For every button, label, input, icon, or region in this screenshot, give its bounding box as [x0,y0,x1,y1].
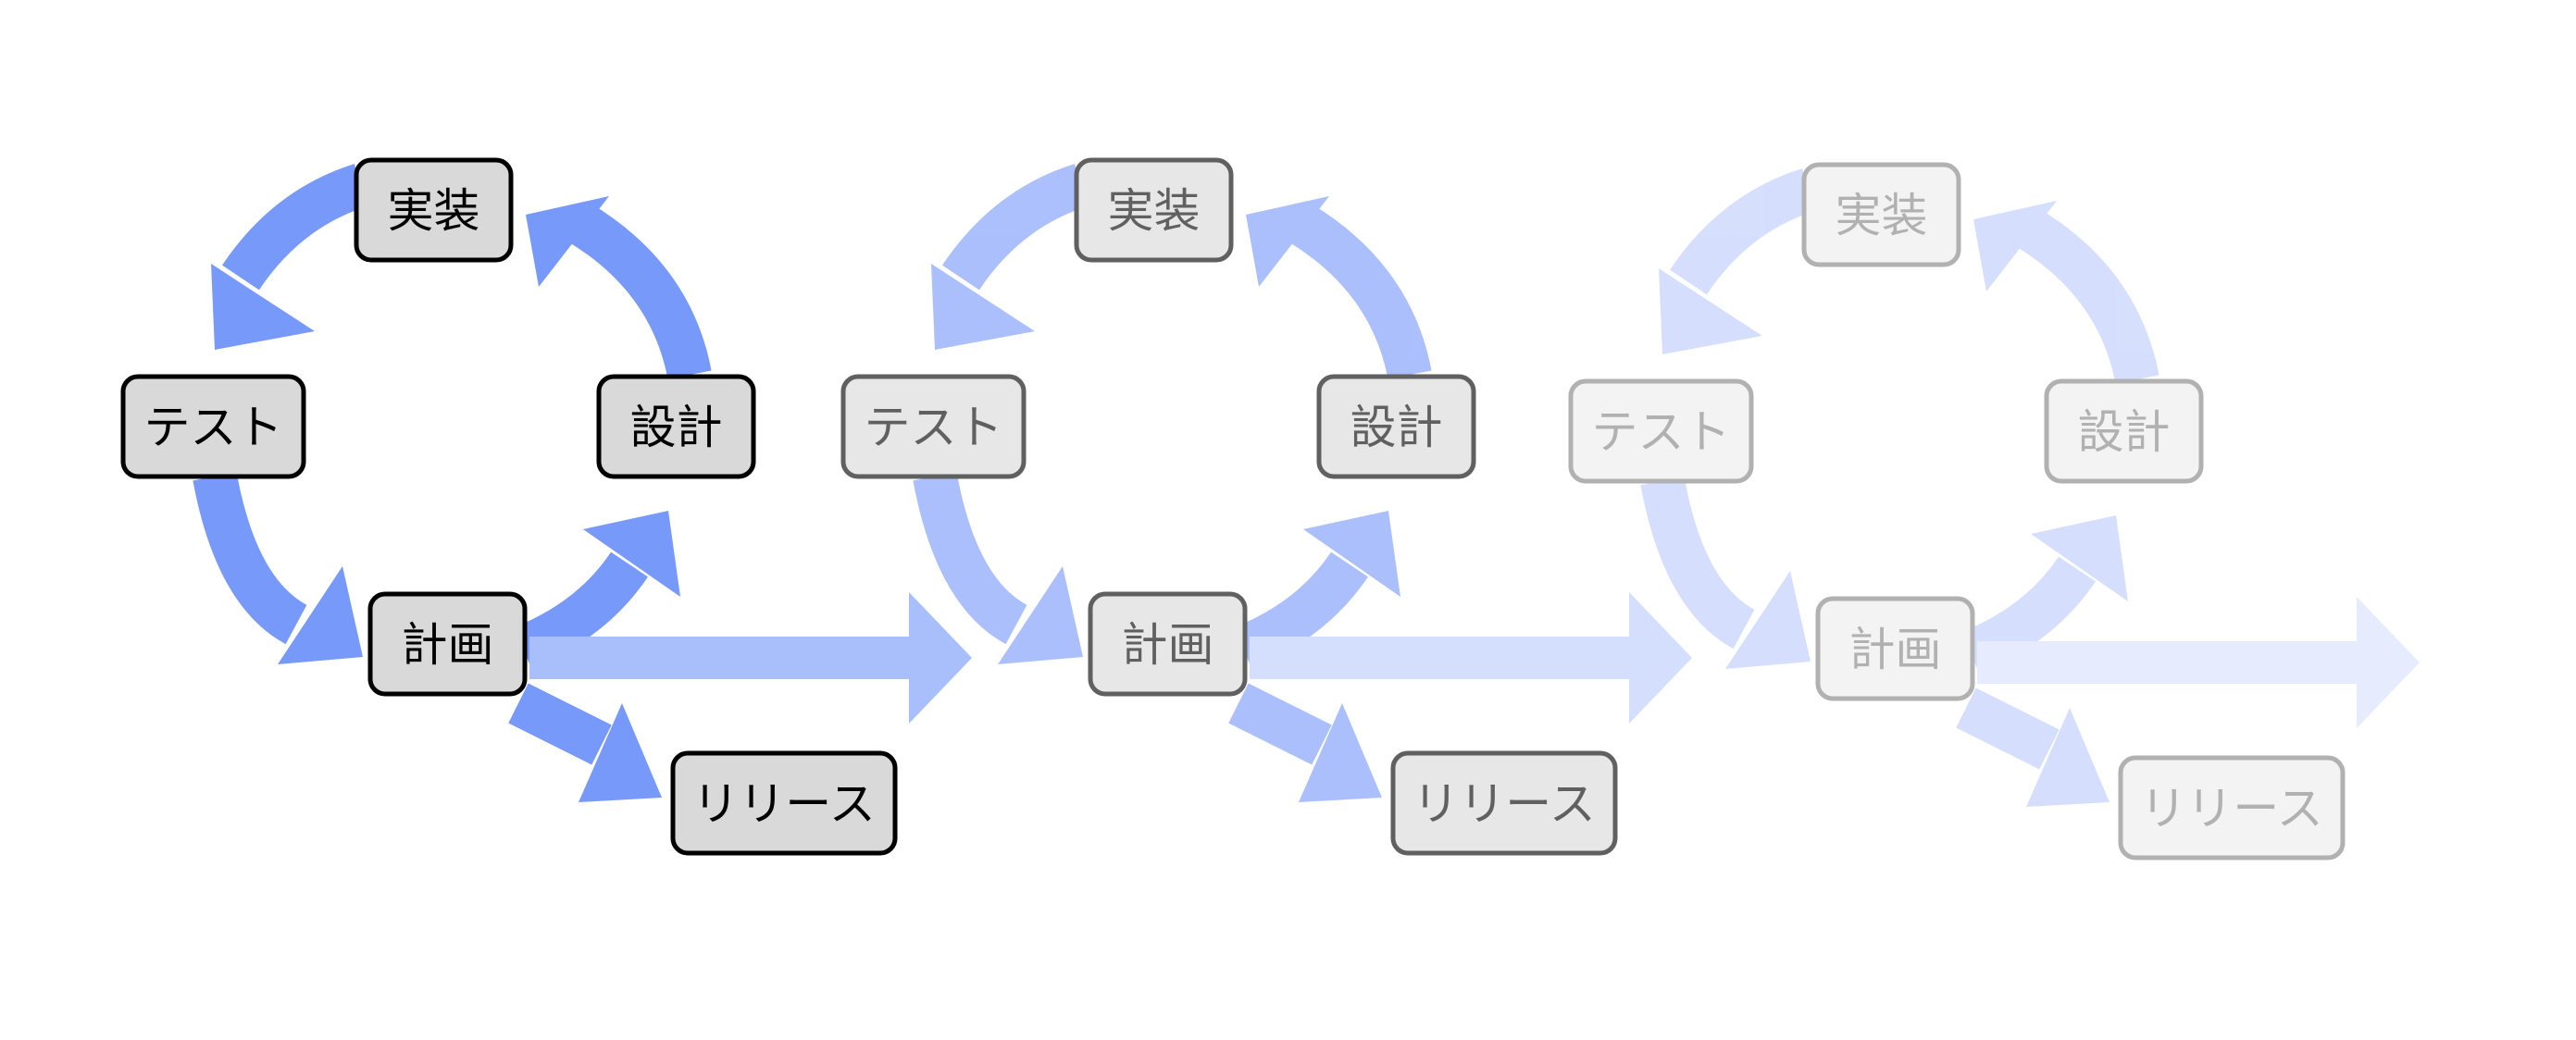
node-design: 設計 [596,374,756,479]
node-release: リリース [670,750,898,856]
cycle-3: 実装 テスト 設計 計画 リリース [1568,162,2346,860]
node-plan: 計画 [1815,596,1975,701]
node-design: 設計 [1316,374,1476,479]
node-plan: 計画 [367,591,528,697]
node-test-label: テスト [865,401,1003,454]
cycle-1-arrows [211,185,690,802]
node-implement-label: 実装 [388,184,480,238]
cycle-1: 実装 テスト 設計 計画 リリース [120,157,898,856]
node-release-label: リリース [2140,782,2323,836]
node-test: テスト [120,374,306,479]
cycle-3-arrows [1659,190,2137,807]
node-plan-label: 計画 [402,618,494,672]
node-release-label: リリース [1412,777,1596,831]
cycle-2-arrows [931,185,1410,802]
node-plan-label: 計画 [1122,618,1214,672]
node-design: 設計 [2044,378,2204,484]
node-test: テスト [840,374,1027,479]
node-test-label: テスト [144,401,283,454]
node-design-label: 設計 [2078,405,2171,459]
node-implement-label: 実装 [1836,189,1928,242]
node-plan: 計画 [1088,591,1248,697]
node-release: リリース [2118,755,2346,860]
node-release: リリース [1390,750,1618,856]
node-plan-label: 計画 [1849,623,1942,676]
node-test-label: テスト [1592,405,1731,459]
node-release-label: リリース [692,777,876,831]
node-implement-label: 実装 [1108,184,1201,238]
node-implement: 実装 [1074,157,1234,263]
node-test: テスト [1568,378,1754,484]
node-design-label: 設計 [630,401,723,454]
node-design-label: 設計 [1350,401,1443,454]
node-implement: 実装 [354,157,514,263]
cycle-2: 実装 テスト 設計 計画 リリース [840,157,1618,856]
node-implement: 実装 [1801,162,1961,267]
